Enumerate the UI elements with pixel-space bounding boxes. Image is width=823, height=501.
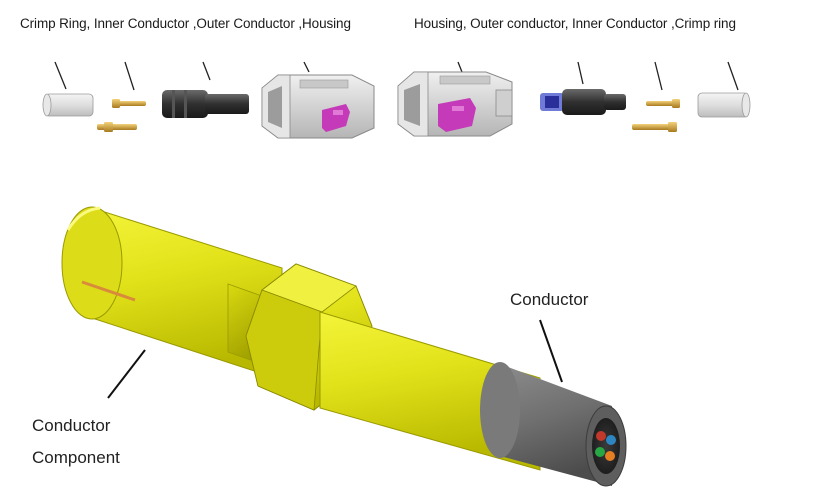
conductor-label: Conductor — [510, 290, 589, 309]
housing-right-icon — [397, 71, 513, 137]
crimp-ring-left-icon — [42, 93, 94, 117]
exploded-parts-diagram — [42, 61, 751, 139]
cable-end-face — [585, 405, 627, 487]
barrel-slot — [81, 280, 136, 302]
leader-lines — [54, 61, 739, 91]
cable-jacket — [480, 362, 612, 486]
wire-blue — [606, 435, 616, 445]
latch-right-icon — [438, 98, 476, 132]
left-parts-label: Crimp Ring, Inner Conductor ,Outer Condu… — [20, 16, 351, 31]
housing-left-icon — [261, 74, 375, 139]
wire-orange — [605, 451, 615, 461]
wire-red — [596, 431, 606, 441]
latch-left-icon — [322, 104, 350, 132]
component-leader-line — [107, 349, 146, 399]
conductor-component-label-line2: Component — [32, 448, 120, 467]
outer-conductor-left-icon — [162, 90, 249, 118]
outer-conductor-right-icon — [540, 89, 626, 115]
wire-green — [595, 447, 605, 457]
conductor-component-label-line1: Conductor — [32, 416, 111, 435]
conductor-leader-line — [539, 319, 563, 383]
inner-conductor-left-icon — [97, 99, 146, 132]
right-parts-label: Housing, Outer conductor, Inner Conducto… — [414, 16, 736, 31]
inner-conductor-right-icon — [632, 99, 680, 132]
crimp-ring-right-icon — [697, 92, 751, 118]
